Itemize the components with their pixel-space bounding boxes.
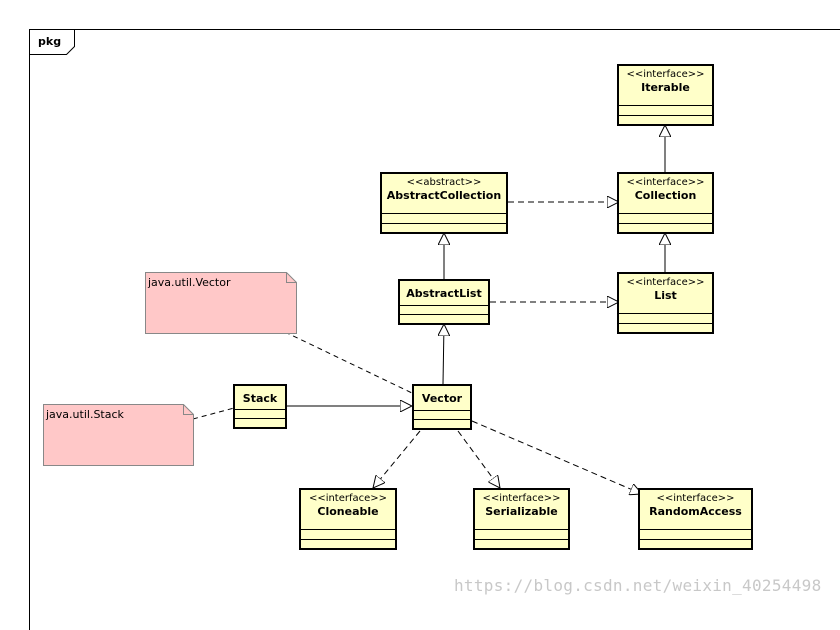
- attributes-divider: [619, 213, 712, 214]
- note-stack-text: java.util.Stack: [46, 408, 124, 421]
- class-name: Cloneable: [317, 505, 379, 518]
- uml-class-diagram: pkg java.util.Vector java.util.Stack <<i…: [29, 29, 840, 630]
- note-stack-shape: [43, 404, 194, 466]
- package-label: pkg: [38, 35, 62, 48]
- anchor-note-stack: [192, 407, 235, 420]
- class-random-access[interactable]: <<interface>> RandomAccess: [638, 488, 753, 550]
- stereotype-label: <<interface>>: [626, 177, 705, 188]
- stereotype-label: <<abstract>>: [406, 177, 482, 188]
- stereotype-label: <<interface>>: [656, 493, 735, 504]
- operations-divider: [400, 314, 488, 315]
- gen-vector-abstractlist: [443, 324, 444, 385]
- note-vector-text: java.util.Vector: [148, 276, 231, 289]
- connectors: [192, 125, 840, 606]
- operations-divider: [619, 115, 712, 116]
- operations-divider: [475, 539, 568, 540]
- anchor-note-vector: [284, 331, 413, 394]
- class-collection[interactable]: <<interface>> Collection: [617, 172, 714, 234]
- stereotype-label: <<interface>>: [482, 493, 561, 504]
- stereotype-label: <<interface>>: [626, 277, 705, 288]
- real-vector-randomaccess: [471, 420, 642, 494]
- attributes-divider: [400, 305, 488, 306]
- package-frame: [29, 29, 840, 630]
- real-vector-serializable: [457, 430, 500, 488]
- attributes-divider: [619, 313, 712, 314]
- attributes-divider: [301, 529, 395, 530]
- class-iterable[interactable]: <<interface>> Iterable: [617, 64, 714, 126]
- note-stack[interactable]: java.util.Stack: [43, 404, 194, 466]
- operations-divider: [619, 223, 712, 224]
- package-tab-outline: [29, 29, 75, 55]
- operations-divider: [235, 418, 285, 419]
- operations-divider: [640, 539, 751, 540]
- class-name: Collection: [634, 189, 697, 202]
- class-abstract-list[interactable]: AbstractList: [398, 279, 490, 325]
- attributes-divider: [475, 529, 568, 530]
- class-name: Iterable: [641, 81, 690, 94]
- stereotype-label: <<interface>>: [308, 493, 388, 504]
- class-abstract-collection[interactable]: <<abstract>> AbstractCollection: [380, 172, 508, 234]
- class-name: RandomAccess: [649, 505, 742, 518]
- class-name: AbstractCollection: [386, 189, 502, 202]
- operations-divider: [382, 223, 506, 224]
- operations-divider: [301, 539, 395, 540]
- class-stack[interactable]: Stack: [233, 384, 287, 429]
- operations-divider: [414, 419, 470, 420]
- note-vector-shape: [145, 272, 297, 334]
- attributes-divider: [619, 105, 712, 106]
- class-name: Serializable: [485, 505, 558, 518]
- class-vector[interactable]: Vector: [412, 384, 472, 430]
- attributes-divider: [640, 529, 751, 530]
- class-name: Stack: [242, 392, 278, 405]
- note-vector[interactable]: java.util.Vector: [145, 272, 297, 334]
- package-tab: pkg: [29, 29, 75, 55]
- class-name: AbstractList: [406, 287, 482, 300]
- class-cloneable[interactable]: <<interface>> Cloneable: [299, 488, 397, 550]
- real-vector-cloneable: [373, 430, 421, 488]
- operations-divider: [619, 323, 712, 324]
- stereotype-label: <<interface>>: [626, 69, 705, 80]
- class-serializable[interactable]: <<interface>> Serializable: [473, 488, 570, 550]
- class-name: Vector: [421, 392, 463, 405]
- attributes-divider: [235, 409, 285, 410]
- class-list[interactable]: <<interface>> List: [617, 272, 714, 334]
- watermark: https://blog.csdn.net/weixin_40254498: [454, 576, 822, 595]
- attributes-divider: [382, 213, 506, 214]
- attributes-divider: [414, 410, 470, 411]
- class-name: List: [654, 289, 677, 302]
